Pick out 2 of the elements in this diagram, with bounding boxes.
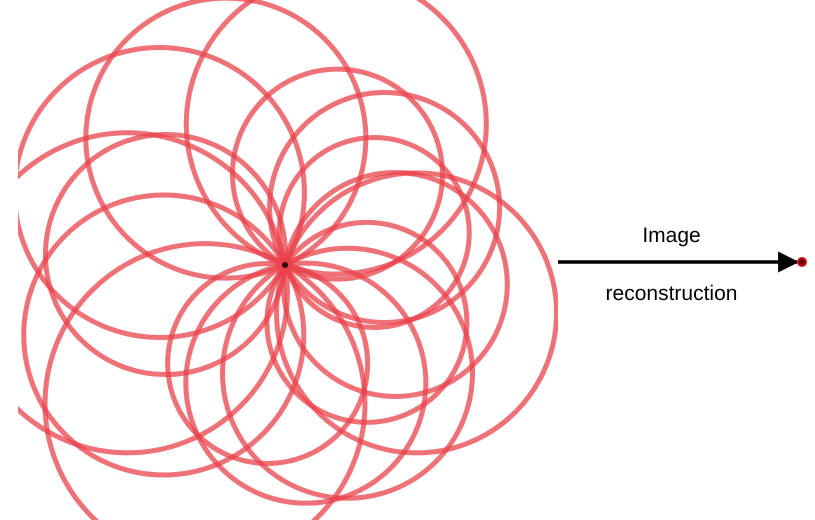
arrow (558, 252, 800, 272)
edge-label: Image reconstruction (604, 223, 738, 307)
